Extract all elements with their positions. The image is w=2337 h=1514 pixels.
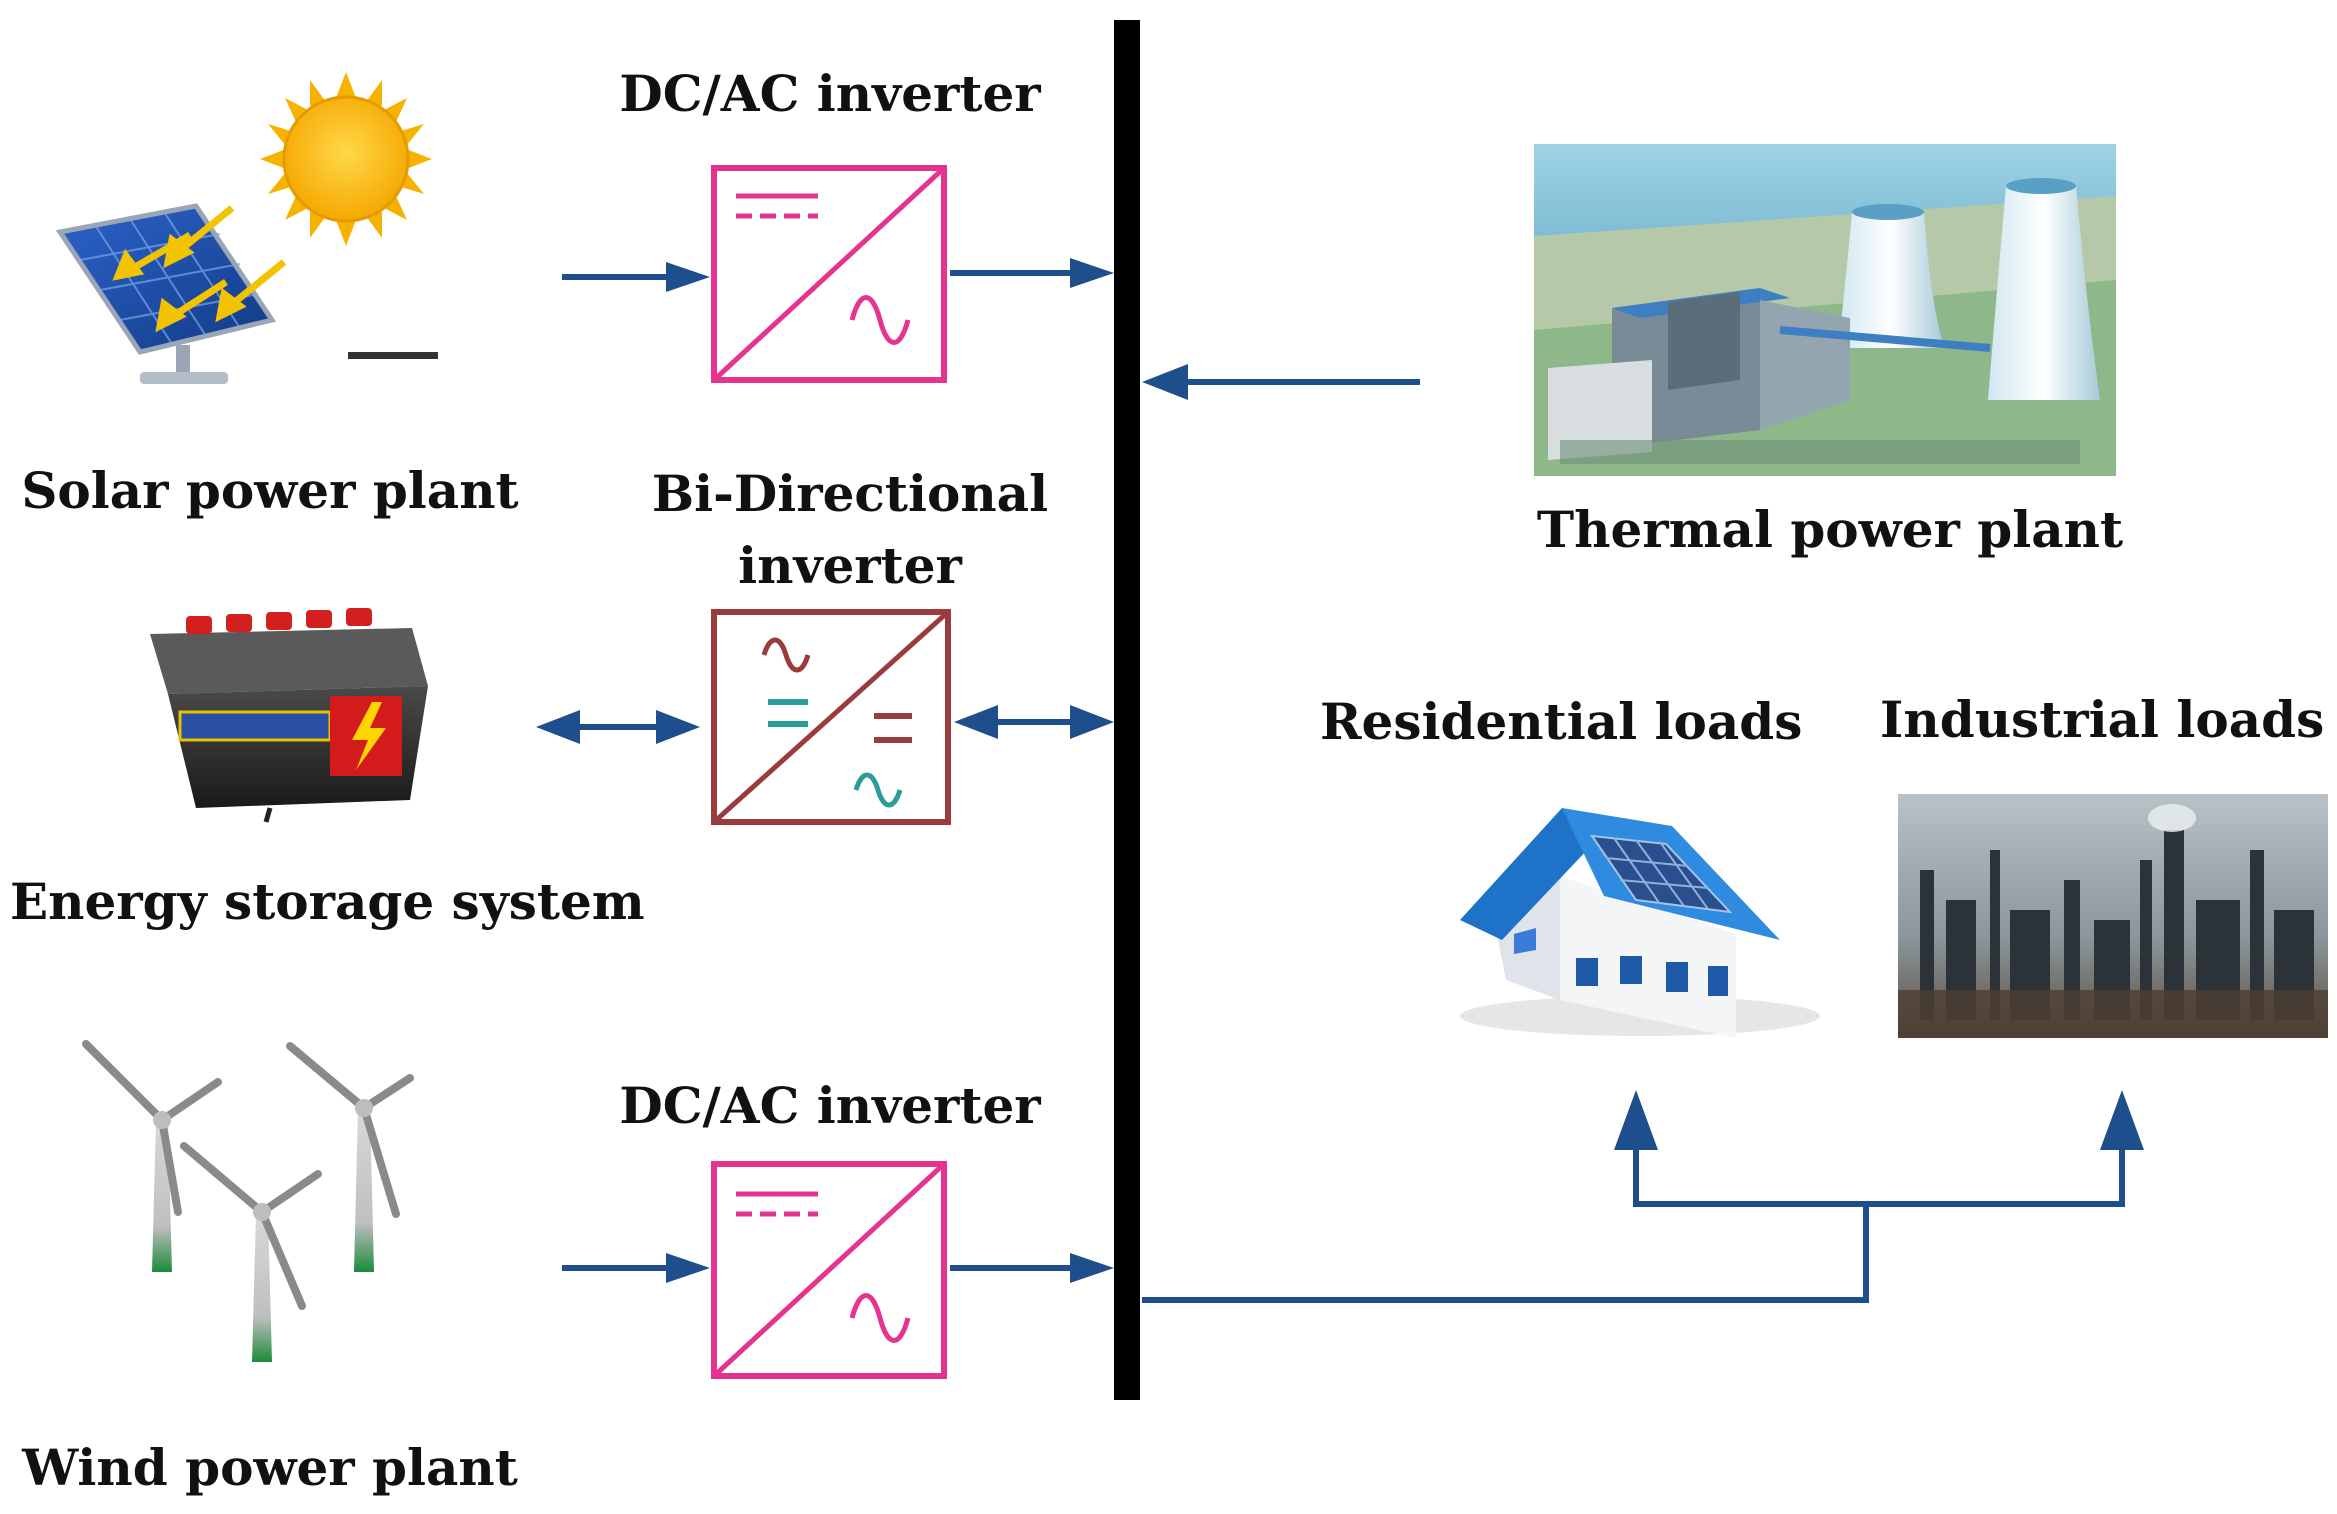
arrow-storage-bidirectional — [536, 710, 700, 744]
bidirectional-inverter-label-line2: inverter — [738, 536, 962, 595]
bidirectional-inverter-label-line1: Bi-Directional — [651, 464, 1049, 523]
dc-ac-inverter-top — [711, 165, 947, 383]
energy-storage-system-label: Energy storage system — [10, 872, 645, 931]
thermal-power-plant-image — [1534, 144, 2116, 476]
arrow-wind-to-inverter — [562, 1253, 710, 1283]
wind-turbines-icon — [82, 1040, 414, 1362]
solar-panel-sun-icon — [55, 72, 438, 384]
arrow-to-residential — [1614, 1090, 1658, 1150]
arrow-inverter-bus-bidirectional — [954, 705, 1114, 739]
wind-power-plant-label: Wind power plant — [22, 1438, 518, 1497]
dcac-inverter-top-label: DC/AC inverter — [619, 64, 1041, 123]
bidirectional-inverter-label: Bi-Directional inverter — [630, 458, 1070, 602]
arrow-inverter-to-bus-bottom — [950, 1253, 1114, 1283]
bidirectional-inverter-symbol — [711, 609, 951, 825]
dc-ac-inverter-bottom — [711, 1161, 947, 1379]
arrow-thermal-to-bus — [1142, 364, 1420, 400]
industrial-loads-label: Industrial loads — [1880, 690, 2325, 749]
residential-loads-label: Residential loads — [1320, 692, 1803, 751]
dcac-inverter-bottom-label: DC/AC inverter — [619, 1076, 1041, 1135]
battery-icon — [150, 608, 428, 823]
arrow-bus-to-loads — [1142, 1130, 2125, 1303]
house-with-solar-roof-icon — [1460, 808, 1820, 1038]
thermal-power-plant-label: Thermal power plant — [1536, 500, 2124, 559]
arrow-solar-to-inverter — [562, 262, 710, 292]
arrow-to-industrial — [2100, 1090, 2144, 1150]
arrow-inverter-to-bus-top — [950, 258, 1114, 288]
ac-bus-bar — [1114, 20, 1140, 1400]
solar-power-plant-label: Solar power plant — [21, 461, 519, 520]
industrial-plant-image — [1898, 794, 2328, 1038]
